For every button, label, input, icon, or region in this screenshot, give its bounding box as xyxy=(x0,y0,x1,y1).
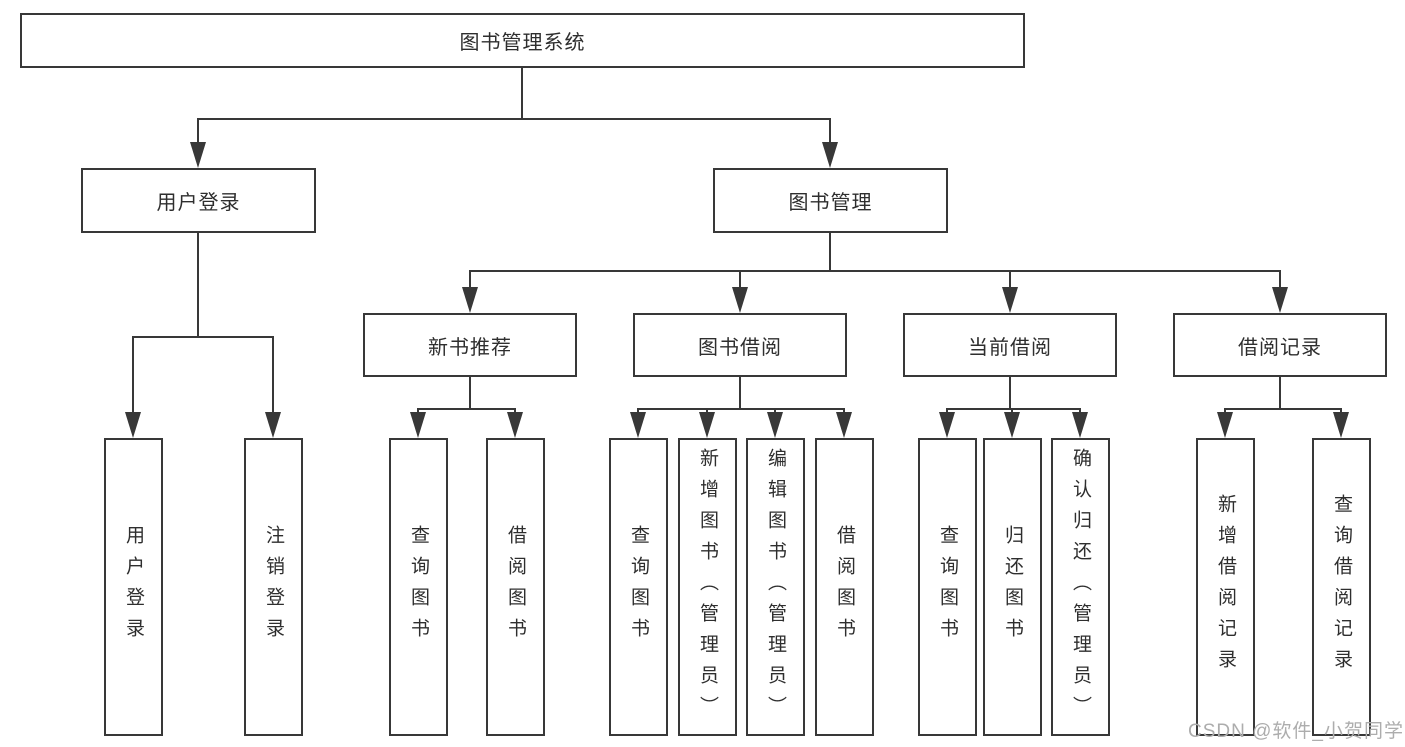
connector-book-mgmt-stem xyxy=(829,233,831,270)
leaf-label: 借阅图书 xyxy=(505,525,526,649)
node-borrowing-records: 借阅记录 xyxy=(1173,313,1387,377)
connector-stem xyxy=(1009,377,1011,408)
connector-drop xyxy=(1079,408,1081,414)
leaf-borrow-books-recommend: 借阅图书 xyxy=(486,438,545,736)
leaf-label: 新增图书（管理员） xyxy=(697,447,718,727)
arrow-down-icon xyxy=(507,412,523,438)
csdn-watermark: CSDN @软件_小贺同学 xyxy=(1188,721,1404,742)
leaf-label: 归还图书 xyxy=(1002,525,1023,649)
leaf-label: 编辑图书（管理员） xyxy=(765,447,786,727)
node-current-borrowing: 当前借阅 xyxy=(903,313,1117,377)
arrow-down-icon xyxy=(939,412,955,438)
connector-user-login-rail xyxy=(132,336,274,338)
arrow-down-icon xyxy=(732,287,748,313)
leaf-return-books: 归还图书 xyxy=(983,438,1042,736)
node-label: 图书管理 xyxy=(788,192,873,214)
connector-drop xyxy=(1340,408,1342,414)
arrow-down-icon xyxy=(767,412,783,438)
leaf-label: 注销登录 xyxy=(263,525,284,649)
node-label: 图书管理系统 xyxy=(459,32,586,54)
connector-drop xyxy=(417,408,419,414)
leaf-query-books-borrow: 查询图书 xyxy=(609,438,668,736)
connector-stem xyxy=(469,377,471,408)
connector-rail xyxy=(946,408,1081,410)
connector-drop xyxy=(739,270,741,289)
node-label: 图书借阅 xyxy=(698,336,782,359)
node-library-management-system: 图书管理系统 xyxy=(20,13,1025,68)
leaf-add-books-admin: 新增图书（管理员） xyxy=(678,438,737,736)
node-label: 用户登录 xyxy=(156,192,241,214)
connector-drop xyxy=(1011,408,1013,414)
connector-drop xyxy=(197,118,199,144)
arrow-down-icon xyxy=(822,142,838,168)
arrow-down-icon xyxy=(1333,412,1349,438)
leaf-query-books-current: 查询图书 xyxy=(918,438,977,736)
arrow-down-icon xyxy=(1272,287,1288,313)
connector-root-rail xyxy=(197,118,831,120)
leaf-logout: 注销登录 xyxy=(244,438,303,736)
connector-stem xyxy=(1279,377,1281,408)
leaf-label: 查询图书 xyxy=(628,525,649,649)
node-book-borrowing: 图书借阅 xyxy=(633,313,847,377)
node-label: 新书推荐 xyxy=(428,336,512,359)
connector-drop xyxy=(1224,408,1226,414)
leaf-query-books-recommend: 查询图书 xyxy=(389,438,448,736)
arrow-down-icon xyxy=(699,412,715,438)
connector-drop xyxy=(1009,270,1011,289)
connector-stem xyxy=(739,377,741,408)
connector-drop xyxy=(706,408,708,414)
arrow-down-icon xyxy=(125,412,141,438)
arrow-down-icon xyxy=(462,287,478,313)
leaf-add-borrow-record: 新增借阅记录 xyxy=(1196,438,1255,736)
arrow-down-icon xyxy=(1004,412,1020,438)
leaf-user-login: 用户登录 xyxy=(104,438,163,736)
connector-drop xyxy=(469,270,471,289)
leaf-label: 查询借阅记录 xyxy=(1331,494,1352,680)
leaf-label: 查询图书 xyxy=(937,525,958,649)
arrow-down-icon xyxy=(410,412,426,438)
connector-rail xyxy=(417,408,516,410)
node-user-login: 用户登录 xyxy=(81,168,316,233)
connector-drop xyxy=(132,336,134,414)
connector-root-stem xyxy=(521,68,523,118)
node-label: 当前借阅 xyxy=(968,336,1052,359)
connector-drop xyxy=(774,408,776,414)
connector-drop xyxy=(1279,270,1281,289)
connector-drop xyxy=(843,408,845,414)
leaf-borrow-books: 借阅图书 xyxy=(815,438,874,736)
node-book-management: 图书管理 xyxy=(713,168,948,233)
connector-user-login-stem xyxy=(197,233,199,336)
arrow-down-icon xyxy=(1217,412,1233,438)
leaf-edit-books-admin: 编辑图书（管理员） xyxy=(746,438,805,736)
connector-drop xyxy=(829,118,831,144)
arrow-down-icon xyxy=(630,412,646,438)
connector-drop xyxy=(272,336,274,414)
connector-book-mgmt-rail xyxy=(469,270,1281,272)
arrow-down-icon xyxy=(1072,412,1088,438)
arrow-down-icon xyxy=(190,142,206,168)
node-new-book-recommend: 新书推荐 xyxy=(363,313,577,377)
connector-rail xyxy=(637,408,845,410)
leaf-query-borrow-record: 查询借阅记录 xyxy=(1312,438,1371,736)
leaf-label: 借阅图书 xyxy=(834,525,855,649)
connector-drop xyxy=(946,408,948,414)
connector-drop xyxy=(514,408,516,414)
node-label: 借阅记录 xyxy=(1238,336,1322,359)
leaf-label: 查询图书 xyxy=(408,525,429,649)
leaf-label: 新增借阅记录 xyxy=(1215,494,1236,680)
leaf-label: 用户登录 xyxy=(123,525,144,649)
arrow-down-icon xyxy=(836,412,852,438)
connector-drop xyxy=(637,408,639,414)
leaf-label: 确认归还（管理员） xyxy=(1070,447,1091,727)
arrow-down-icon xyxy=(1002,287,1018,313)
leaf-confirm-return-admin: 确认归还（管理员） xyxy=(1051,438,1110,736)
arrow-down-icon xyxy=(265,412,281,438)
connector-rail xyxy=(1224,408,1342,410)
